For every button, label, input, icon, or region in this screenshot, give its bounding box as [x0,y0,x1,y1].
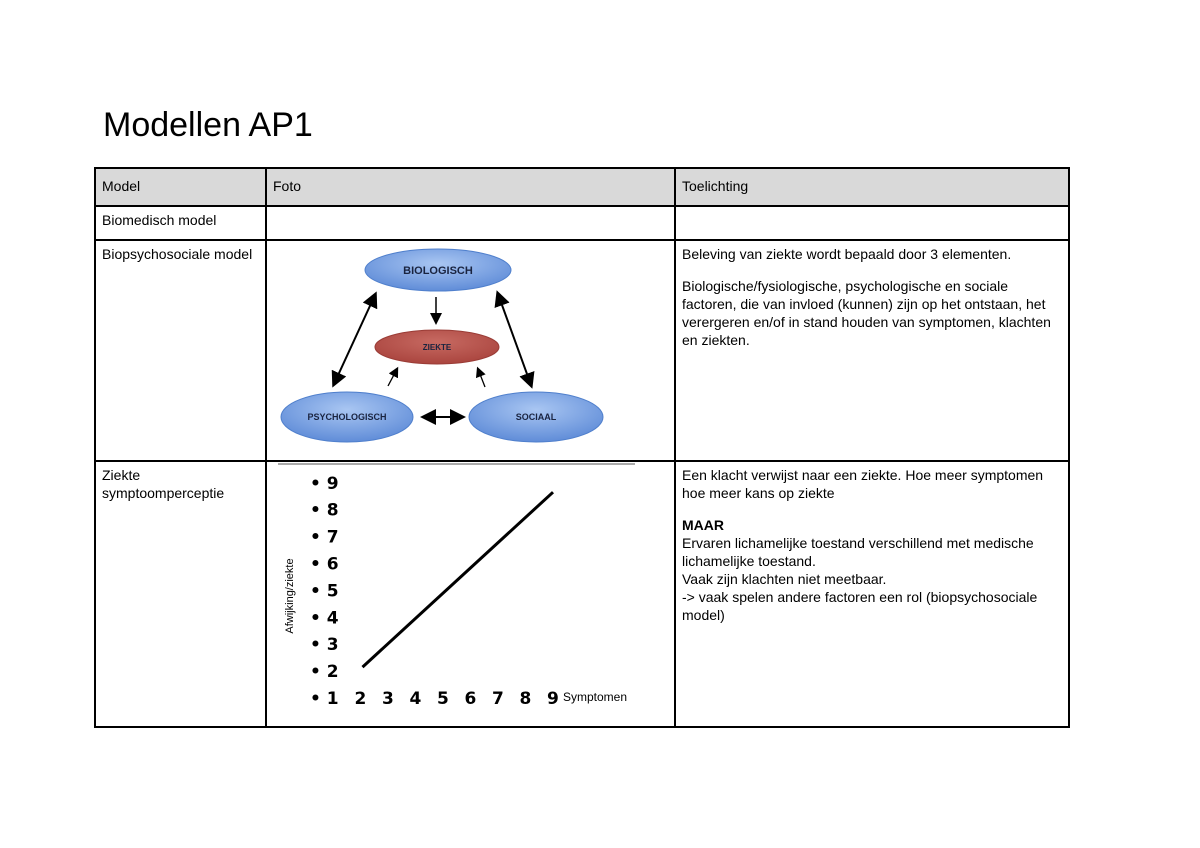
arrow-bio-psy [331,291,378,388]
y-tick-label: • 1 [310,689,339,709]
arrow-bio-soc [494,290,535,389]
svg-text:SOCIAAL: SOCIAAL [516,412,557,422]
header-foto: Foto [265,167,676,207]
symptom-perception-chart: Afwijking/ziekte Symptomen • 9 • 8 • 7 • 6 •… [278,463,635,709]
table-row: Ziekte symptoomperceptie Een klacht verw… [94,460,1070,728]
toelichting-text: Ervaren lichamelijke toestand verschille… [682,535,1034,569]
svg-text:BIOLOGISCH: BIOLOGISCH [403,265,473,277]
toelichting-emphasis: MAAR [682,517,724,533]
header-model: Model [94,167,267,207]
node-sociaal: SOCIAAL [468,391,604,443]
x-tick-label: 7 [492,689,504,709]
foto-cell [265,460,676,728]
y-axis-label: Afwijking/ziekte [284,558,296,633]
toelichting-text: Vaak zijn klachten niet meetbaar. [682,571,887,587]
node-psychologisch: PSYCHOLOGISCH [280,391,414,443]
y-tick-label: • 2 [310,662,339,682]
x-axis-label: Symptomen [563,690,627,704]
series-line [361,491,555,669]
y-tick-label: • 3 [310,635,339,655]
node-biologisch: BIOLOGISCH [364,248,512,292]
table-row: Biomedisch model [94,205,1070,241]
x-tick-label: 6 [465,689,477,709]
y-tick-label: • 8 [310,501,339,521]
model-name: Biopsychosociale model [94,239,267,462]
y-tick-label: • 4 [310,608,339,628]
toelichting-cell [674,205,1070,241]
toelichting-cell: Een klacht verwijst naar een ziekte. Hoe… [674,460,1070,728]
table-header-row: Model Foto Toelichting [94,167,1070,207]
y-tick-label: • 7 [310,528,339,548]
toelichting-text: Beleving van ziekte wordt bepaald door 3… [682,246,1012,262]
toelichting-cell: Beleving van ziekte wordt bepaald door 3… [674,239,1070,462]
node-ziekte: ZIEKTE [374,329,500,365]
svg-text:ZIEKTE: ZIEKTE [423,343,452,352]
y-tick-label: • 5 [310,581,339,601]
x-tick-label: 5 [437,689,449,709]
header-toelichting: Toelichting [674,167,1070,207]
x-tick-label: 4 [410,689,422,709]
toelichting-text: Een klacht verwijst naar een ziekte. Hoe… [682,467,1044,501]
foto-cell [265,205,676,241]
svg-text:PSYCHOLOGISCH: PSYCHOLOGISCH [307,412,386,422]
toelichting-text: Biologische/fysiologische, psychologisch… [682,278,1051,348]
arrow-soc-ziekte [475,366,486,388]
x-tick-label: 9 [547,689,559,709]
page-title: Modellen AP1 [103,106,313,144]
model-name: Biomedisch model [94,205,267,241]
y-tick-label: • 6 [310,555,339,575]
toelichting-text: -> vaak spelen andere factoren een rol (… [682,589,1038,623]
x-tick-label: 3 [382,689,394,709]
y-tick-label: • 9 [310,474,339,494]
arrow-psy-ziekte [387,366,399,387]
x-tick-label: 2 [355,689,367,709]
x-tick-label: 8 [520,689,532,709]
biopsychosocial-diagram: BIOLOGISCH ZIEKTE PSYCHOLOGISCH SOCIAAL [280,248,604,443]
model-name: Ziekte symptoomperceptie [94,460,267,728]
